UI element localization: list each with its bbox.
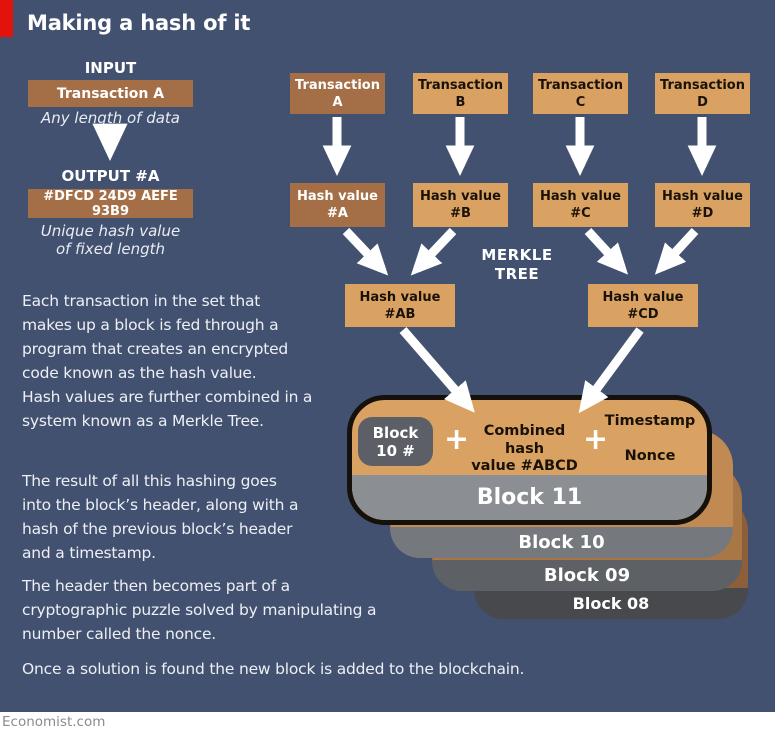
hash-a-box: Hash value #A: [290, 183, 385, 227]
arrow-hd-hcd: [654, 227, 699, 275]
paragraph-2: Hash values are further combined in a sy…: [22, 388, 313, 430]
arrow-ha-hab: [342, 227, 389, 276]
nonce-label: Nonce: [624, 448, 676, 464]
hash-c-box: Hash value #C: [533, 183, 628, 227]
transaction-d-box: Transaction D: [655, 73, 750, 114]
input-label: INPUT: [84, 59, 137, 77]
output-caption: Unique hash value of fixed length: [40, 222, 181, 258]
block-11-bar: Block 11: [352, 475, 707, 520]
paragraph-1: Each transaction in the set that makes u…: [22, 292, 289, 382]
plus-sign-1: +: [444, 422, 470, 457]
transaction-a-box: Transaction A: [290, 73, 385, 114]
hash-ab-box: Hash value #AB: [345, 284, 455, 327]
transaction-c-box: Transaction C: [533, 73, 628, 114]
arrow-hb-hab: [410, 227, 457, 276]
paragraph-4: The header then becomes part of a crypto…: [22, 577, 377, 643]
merkle-tree-label: MERKLE TREE: [481, 246, 553, 283]
output-label: OUTPUT #A: [61, 167, 160, 185]
footer-strip: Economist.com: [0, 712, 775, 733]
economist-red-tab: [0, 0, 13, 37]
hash-cd-box: Hash value #CD: [588, 284, 698, 327]
combined-hash-label: Combined hash value #ABCD: [471, 423, 578, 474]
input-transaction-box: Transaction A: [28, 80, 193, 107]
input-caption: Any length of data: [40, 109, 180, 127]
hash-d-box: Hash value #D: [655, 183, 750, 227]
source-credit: Economist.com: [2, 714, 106, 730]
block-11: Block 10 # + Combined hash value #ABCD +…: [347, 395, 712, 525]
block-09-bar: Block 09: [432, 560, 742, 591]
transaction-b-box: Transaction B: [413, 73, 508, 114]
plus-sign-2: +: [583, 422, 609, 457]
output-hash-box: #DFCD 24D9 AEFE 93B9: [28, 189, 193, 219]
paragraph-3: The result of all this hashing goes into…: [22, 472, 299, 562]
page-title: Making a hash of it: [27, 11, 251, 35]
hash-b-box: Hash value #B: [413, 183, 508, 227]
arrow-hc-hcd: [584, 227, 629, 275]
block-08-bar: Block 08: [474, 588, 748, 619]
previous-block-hash-chip: Block 10 #: [358, 417, 433, 466]
timestamp-label: Timestamp: [604, 413, 696, 429]
closing-line: Once a solution is found the new block i…: [22, 660, 525, 678]
block-10-bar: Block 10: [390, 527, 733, 558]
